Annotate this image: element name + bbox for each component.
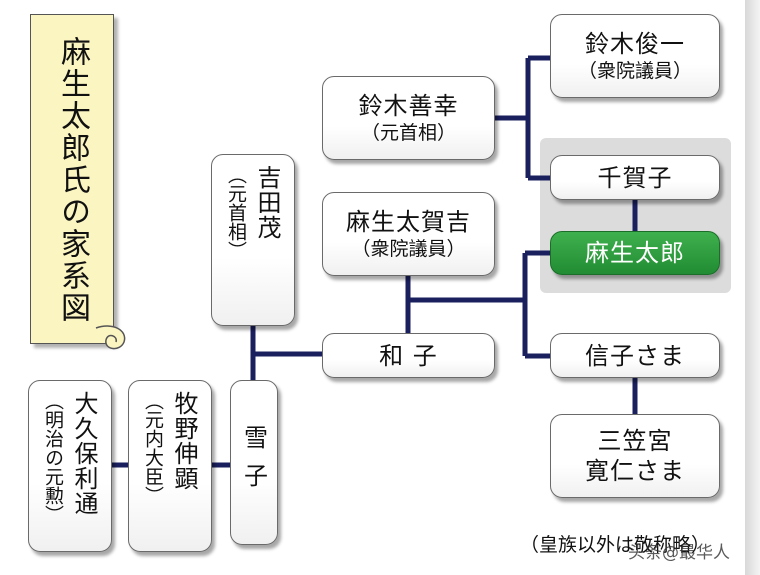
person-name: 雪子 xyxy=(239,424,268,501)
footnote: （皇族以外は敬称略） xyxy=(520,534,711,556)
person-name: 鈴木俊一 xyxy=(585,30,685,58)
person-aso-taro: 麻生太郎 xyxy=(550,231,720,275)
person-title: （明治の元勲） xyxy=(42,391,64,524)
person-chikako: 千賀子 xyxy=(550,155,720,200)
person-name: 大久保利通 xyxy=(70,391,98,516)
person-title: （衆院議員） xyxy=(351,238,466,260)
person-suzuki-shunichi: 鈴木俊一 （衆院議員） xyxy=(550,14,720,98)
person-kazuko: 和 子 xyxy=(322,333,495,378)
person-name: 信子さま xyxy=(585,341,685,370)
diagram-title: 麻生太郎氏の家系図 xyxy=(55,36,90,324)
person-nobuko: 信子さま xyxy=(550,333,720,378)
person-makino-nobuaki: （元内大臣） 牧野伸顕 xyxy=(128,380,212,552)
person-name: 吉田茂 xyxy=(253,165,281,240)
person-okubo-toshimichi: （明治の元勲） 大久保利通 xyxy=(28,380,112,552)
person-name: 和 子 xyxy=(379,341,438,370)
person-name: 牧野伸顕 xyxy=(170,391,198,491)
person-title: （衆院議員） xyxy=(577,60,692,82)
person-title: （元首相） xyxy=(360,122,456,144)
page-edge-shadow xyxy=(745,0,760,575)
person-suzuki-zenko: 鈴木善幸 （元首相） xyxy=(322,76,495,160)
person-yoshida-shigeru: （元首相） 吉田茂 xyxy=(211,154,295,326)
title-scroll xyxy=(30,14,114,344)
person-title: （元内大臣） xyxy=(142,391,164,505)
person-name: 麻生太賀吉 xyxy=(346,208,471,236)
person-title: （元首相） xyxy=(225,165,247,260)
watermark: 头条@最华人 xyxy=(628,543,730,563)
person-name-line2: 寛仁さま xyxy=(585,457,685,485)
person-aso-takakichi: 麻生太賀吉 （衆院議員） xyxy=(322,192,495,276)
person-name: 千賀子 xyxy=(597,163,673,192)
scroll-curl-icon xyxy=(95,325,126,350)
person-name: 鈴木善幸 xyxy=(358,92,459,120)
person-yukiko: 雪子 xyxy=(230,380,278,545)
person-name: 麻生太郎 xyxy=(585,239,685,267)
person-mikasa-tomohito: 三笠宮 寛仁さま xyxy=(550,414,720,498)
person-name-line1: 三笠宮 xyxy=(597,427,673,455)
